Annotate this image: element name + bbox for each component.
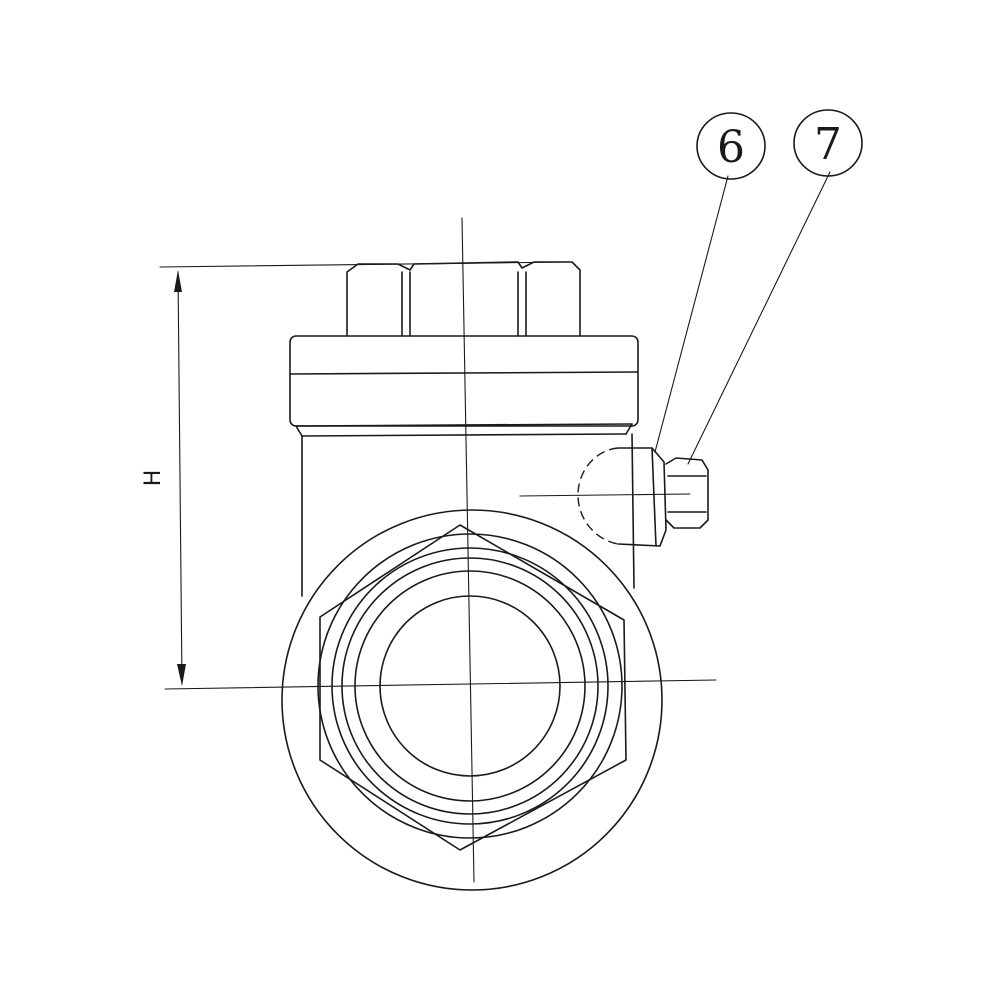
hex-cap (346, 261, 581, 337)
leader-line-7 (687, 171, 831, 465)
dimension-label-h: H (141, 470, 166, 487)
plug-hex-bolt (665, 457, 709, 529)
inlet-port (281, 509, 663, 891)
dimension-line (177, 271, 183, 685)
inlet-hex-nut (319, 524, 627, 851)
callout-balloon-7: 7 (793, 109, 863, 177)
callout-number-7: 7 (814, 119, 842, 170)
dimension-extension-bottom (164, 679, 717, 690)
height-dimension: H (141, 261, 717, 690)
inlet-outer-circle (281, 509, 663, 891)
side-port (519, 447, 709, 547)
callout-balloon-6: 6 (696, 112, 766, 180)
vertical-centerline (461, 217, 475, 883)
plug-flange (617, 447, 667, 547)
leader-line-6 (654, 175, 729, 453)
callout-number-6: 6 (717, 122, 745, 173)
dimension-arrow-top (174, 270, 182, 292)
side-port-centerline (519, 493, 691, 497)
inlet-bore (379, 595, 561, 777)
dimension-arrow-bottom (177, 664, 186, 686)
valve-body (295, 423, 635, 597)
